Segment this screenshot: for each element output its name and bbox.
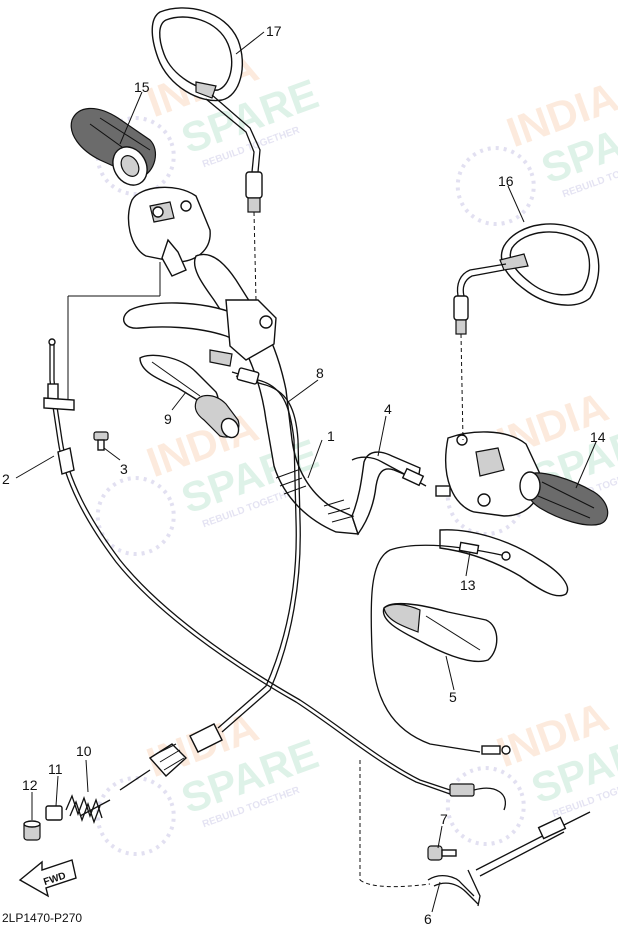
part-14-right-grip xyxy=(519,471,609,526)
callout-8: 8 xyxy=(316,365,324,381)
part-17-left-mirror xyxy=(151,7,263,301)
part-12-cap xyxy=(23,820,41,841)
callout-10: 10 xyxy=(76,743,92,759)
part-3-screw xyxy=(93,431,109,451)
left-switch-assembly xyxy=(67,186,211,410)
watermark-upper-right: INDIA SPARE REBUILD TOGETHER xyxy=(455,73,618,227)
part-7-bolt xyxy=(427,845,457,861)
callout-4: 4 xyxy=(384,401,392,417)
callout-5: 5 xyxy=(449,689,457,705)
callout-6: 6 xyxy=(424,911,432,927)
callout-15: 15 xyxy=(134,79,150,95)
part-6-cable-holder xyxy=(359,760,591,907)
part-16-right-mirror xyxy=(453,223,600,441)
watermark-bottom-left: INDIA SPARE REBUILD TOGETHER xyxy=(95,703,324,857)
part-9-grip-cover xyxy=(139,354,240,439)
callout-16: 16 xyxy=(498,173,514,189)
fwd-arrow-icon: FWD xyxy=(18,859,77,898)
callout-labels: 1 2 3 4 5 6 7 8 9 10 11 12 13 14 15 16 1… xyxy=(2,23,606,927)
left-clutch-lever xyxy=(122,299,277,367)
part-2-clutch-cable xyxy=(43,338,506,811)
part-11-collar xyxy=(45,805,63,821)
diagram-code: 2LP1470-P270 xyxy=(2,911,82,925)
part-5-grip-cover xyxy=(382,603,498,662)
callout-3: 3 xyxy=(120,461,128,477)
part-4-cable xyxy=(351,456,451,497)
callout-17: 17 xyxy=(266,23,282,39)
callout-12: 12 xyxy=(22,777,38,793)
part-10-spring xyxy=(65,794,103,824)
callout-9: 9 xyxy=(164,411,172,427)
callout-11: 11 xyxy=(48,761,63,777)
part-15-left-grip xyxy=(70,107,157,186)
callout-14: 14 xyxy=(590,429,606,445)
callout-7: 7 xyxy=(440,811,448,827)
callout-13: 13 xyxy=(460,577,476,593)
callout-leaders xyxy=(15,31,597,913)
part-8-throttle-cable xyxy=(79,367,301,817)
callout-1: 1 xyxy=(327,428,335,444)
part-13-switch-cable xyxy=(370,541,511,755)
callout-2: 2 xyxy=(2,471,10,487)
